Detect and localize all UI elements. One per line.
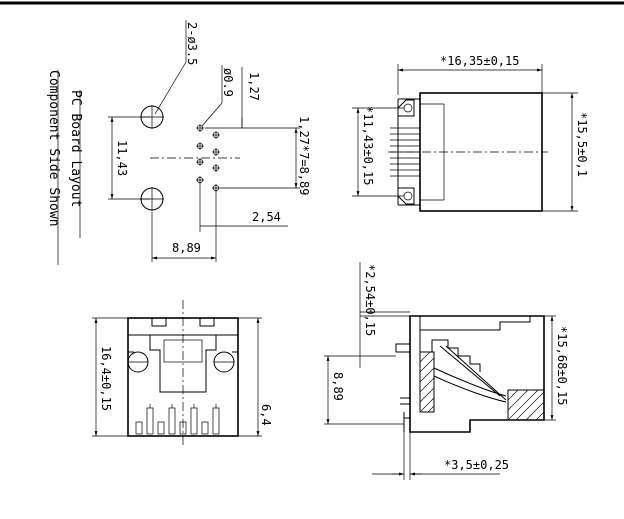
- title-line-2: Component Side Shown: [46, 70, 61, 227]
- side-length-label: *16,35±0,15: [440, 54, 519, 68]
- hole-to-pin-label: 8,89: [172, 241, 201, 255]
- front-pin-length-label: 6,4: [259, 404, 273, 426]
- section-hatch-right: [507, 389, 545, 421]
- pin-pitch-1-label: 1,27: [247, 72, 261, 101]
- hole-spacing-label: 11,43: [115, 140, 129, 176]
- row-offset-label: 2,54: [252, 210, 281, 224]
- pcb-layout: 2-ø3.5 ø0.9 1,27 1,27*7=8,89 11,43 2,54 …: [108, 20, 311, 262]
- title-block: PC Board Layout Component Side Shown: [46, 70, 83, 265]
- section-hatch-left: [419, 351, 435, 413]
- front-view: 16,4±0,15 6,4: [92, 300, 273, 448]
- section-view: *2,54±0,15 *15,68±0,15 8,89 *3,5±0,25: [324, 262, 569, 480]
- section-height-label: *15,68±0,15: [555, 326, 569, 405]
- side-jack-label: *11,43±0,15: [361, 106, 375, 185]
- front-height-label: 16,4±0,15: [99, 346, 113, 411]
- mount-hole-label: 2-ø3.5: [185, 22, 199, 65]
- pin-hole-label: ø0.9: [221, 68, 235, 97]
- section-pin-label: *3,5±0,25: [444, 458, 509, 472]
- side-height-label: *15,5±0,1: [575, 112, 589, 177]
- title-line-1: PC Board Layout: [68, 90, 83, 207]
- pin-pitch-2-label: 1,27*7=8,89: [297, 116, 311, 195]
- front-pins: [135, 404, 220, 435]
- section-offset-label: *2,54±0,15: [363, 264, 377, 336]
- section-peg-spacing-label: 8,89: [331, 372, 345, 401]
- side-view: *16,35±0,15 *15,5±0,1 *11,43±0,15: [352, 54, 589, 212]
- pin-holes: [196, 124, 220, 192]
